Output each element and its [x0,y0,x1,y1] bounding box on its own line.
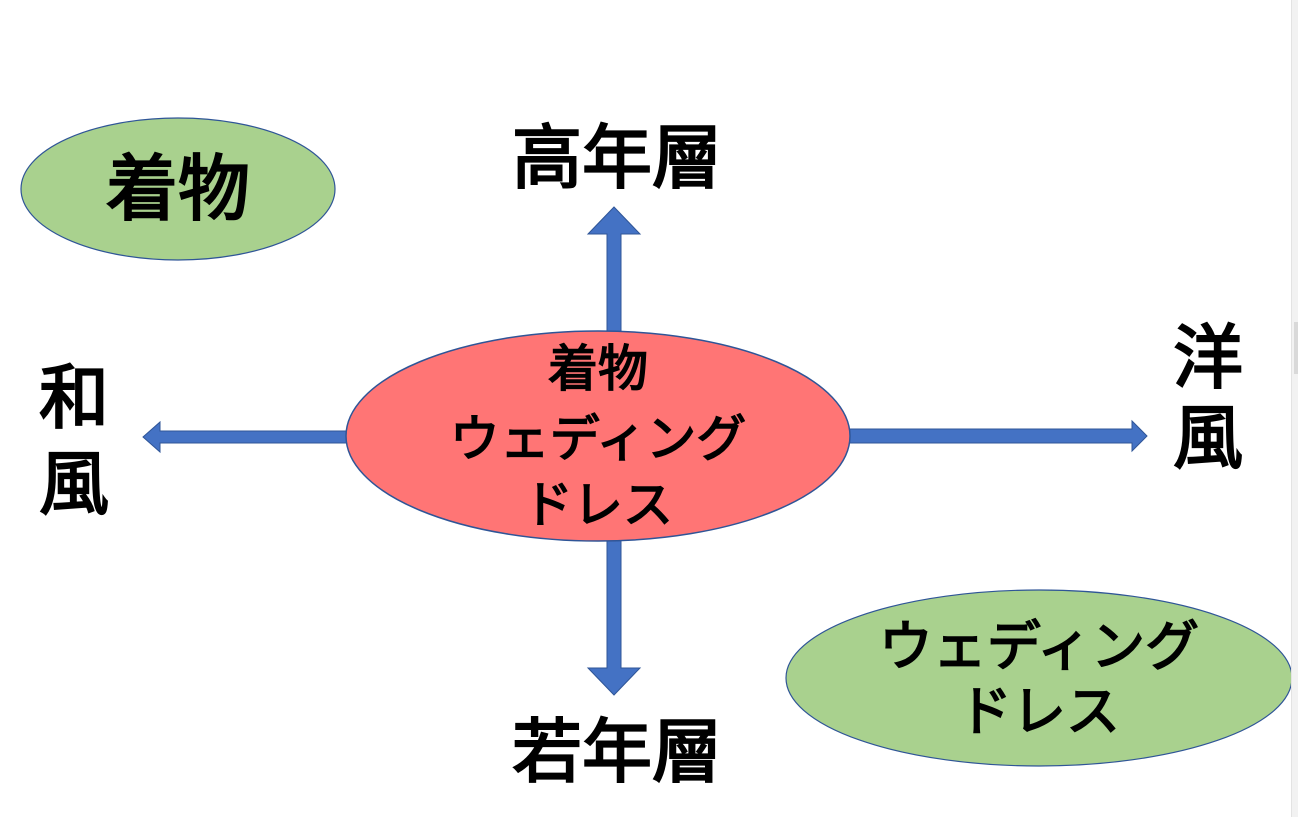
wedding-dress-bubble: ウェディング ドレス [785,589,1293,767]
arrow-left [142,420,353,454]
axis-label-right-1: 洋 [1173,317,1243,399]
arrow-down [586,534,642,696]
axis-label-right-2: 風 [1173,397,1243,479]
scrollbar-thumb[interactable] [1294,322,1298,374]
arrow-right [844,419,1148,453]
kimono-ellipse [20,117,336,261]
axis-label-top: 高年層 [512,117,722,199]
axis-arrows [142,206,1148,696]
center-line-2: ウェディング [450,410,747,468]
kimono-bubble: 着物 [20,117,336,261]
vertical-scrollbar[interactable] [1291,0,1298,817]
wedding-dress-line-1: ウェディング [879,615,1199,678]
axis-label-left-1: 和 [39,357,109,439]
kimono-label: 着物 [106,147,250,231]
arrow-up [586,206,642,341]
wedding-dress-line-2: ドレス [958,680,1120,743]
center-ellipse-group: 着物 ウェディング ドレス [345,330,851,542]
axis-label-left-2: 風 [39,443,109,525]
axis-label-bottom: 若年層 [512,711,722,793]
center-line-3: ドレス [523,476,673,534]
center-ellipse [345,330,851,542]
center-line-1: 着物 [548,340,648,398]
